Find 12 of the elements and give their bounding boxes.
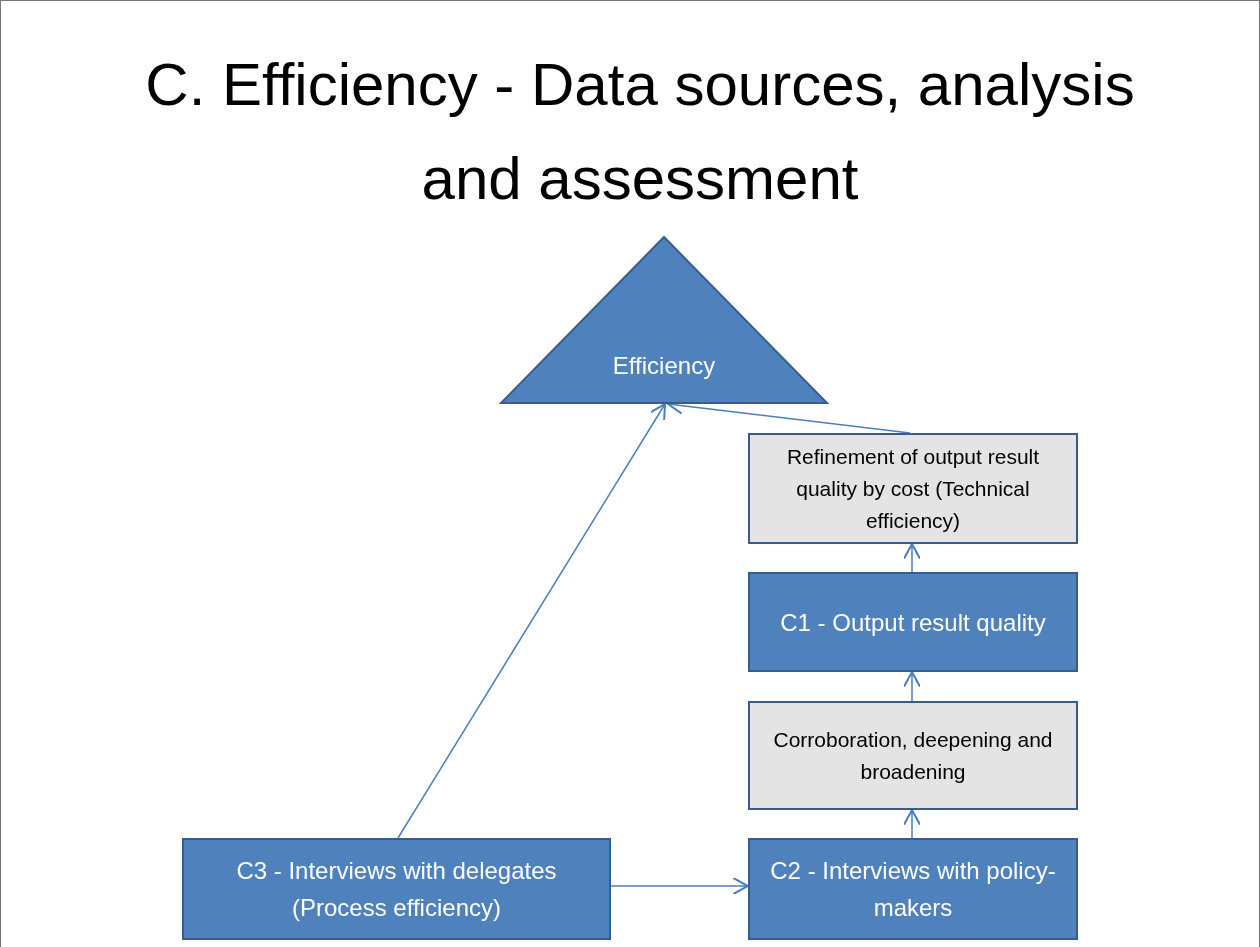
arrow [903,543,921,573]
node-label: Efficiency [611,352,717,380]
process-box: C2 - Interviews with policy-makers [748,838,1078,940]
process-box: C1 - Output result quality [748,572,1078,672]
process-box: Refinement of output result quality by cost (Technical efficiency) [748,433,1078,544]
process-box: C3 - Interviews with delegates (Process efficiency) [182,838,611,940]
title: C. Efficiency - Data sources, analysis and assessment [144,50,1136,214]
process-box: Corroboration, deepening and broadening [748,701,1078,810]
arrow [903,671,921,702]
arrow [903,809,921,839]
arrow [397,403,666,839]
arrow [610,877,749,895]
